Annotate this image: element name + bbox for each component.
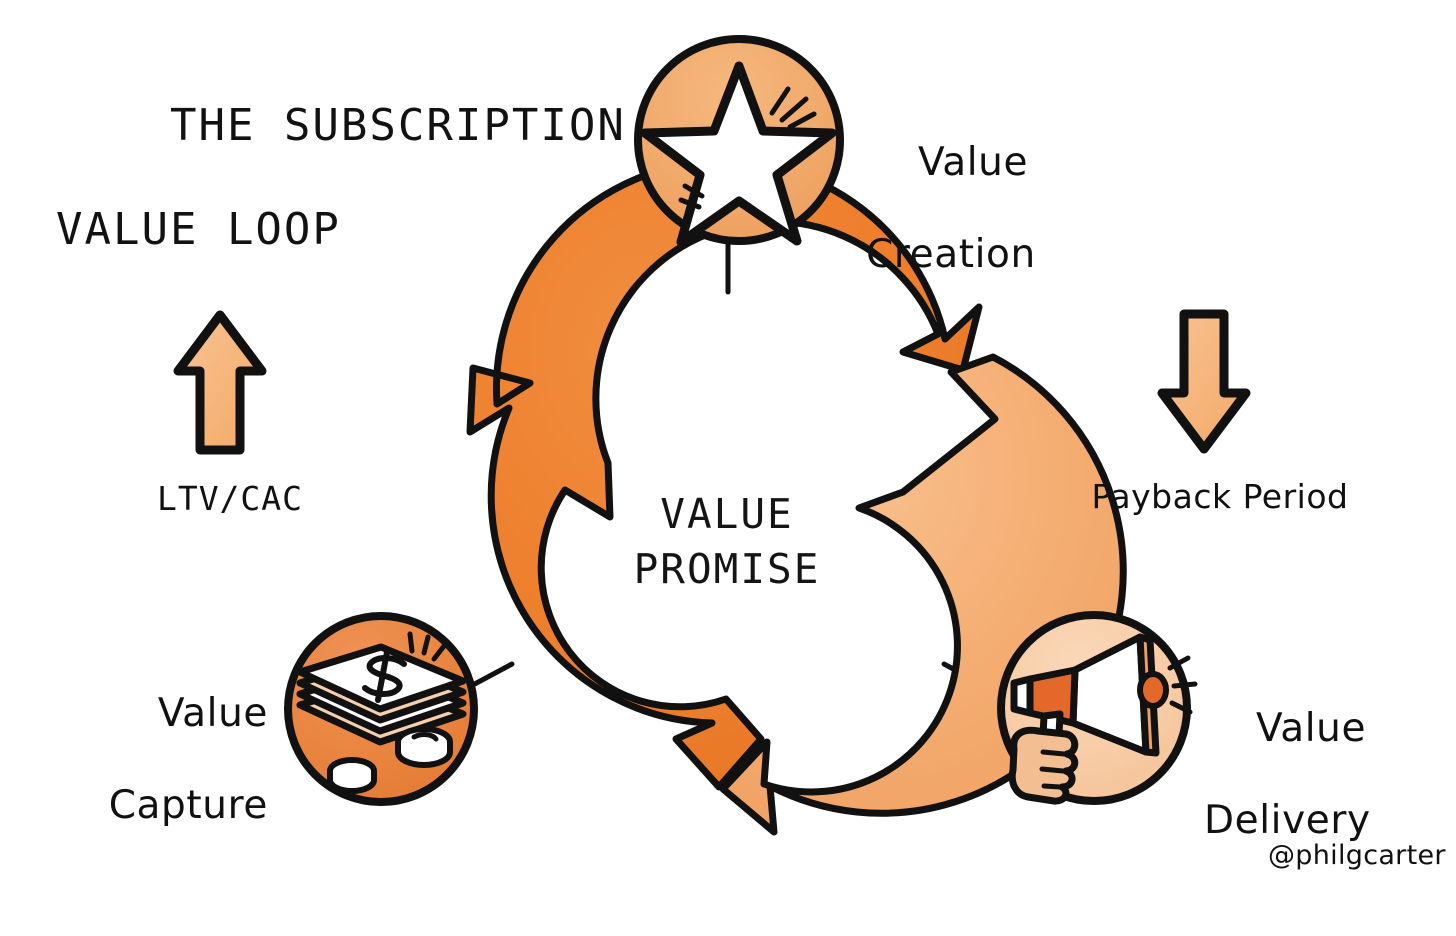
- node-value-creation[interactable]: [634, 35, 844, 247]
- label-ltv-cac: LTV/CAC: [156, 479, 304, 518]
- label-value-creation: Value Creation: [866, 94, 1036, 370]
- page-title: THE SUBSCRIPTION VALUE LOOP: [56, 48, 626, 359]
- diagram-artwork: [173, 35, 1251, 836]
- node-value-delivery[interactable]: [997, 611, 1198, 805]
- label-value-delivery: Value Delivery: [1204, 660, 1371, 936]
- value-creation-line-1: Value: [918, 140, 1029, 186]
- center-label-value-promise: VALUE PROMISE: [587, 487, 867, 598]
- value-delivery-line-1: Value: [1256, 706, 1367, 752]
- value-creation-line-2: Creation: [866, 232, 1036, 278]
- label-value-capture: Value Capture: [8, 645, 268, 921]
- metric-payback-period[interactable]: [1157, 309, 1251, 454]
- value-capture-line-2: Capture: [108, 783, 268, 829]
- node-value-capture[interactable]: [284, 612, 478, 806]
- arrow-up-icon[interactable]: [173, 310, 267, 455]
- megaphone-icon: [1008, 633, 1198, 805]
- star-icon: [640, 61, 837, 247]
- arrow-down-icon[interactable]: [1157, 309, 1251, 454]
- value-capture-line-1: Value: [157, 691, 268, 737]
- diagram-canvas: THE SUBSCRIPTION VALUE LOOP VALUE PROMIS…: [56, 35, 1446, 871]
- title-line-2: VALUE LOOP: [56, 203, 341, 255]
- author-signature: @philgcarter: [1268, 840, 1446, 871]
- center-line-2: PROMISE: [633, 545, 821, 594]
- label-payback-period: Payback Period: [1091, 477, 1349, 516]
- title-line-1: THE SUBSCRIPTION: [169, 99, 626, 151]
- loop-arc-outer-dark[interactable]: [466, 158, 983, 791]
- cash-stack-icon: [296, 631, 467, 794]
- star-sparkle-icon: [678, 86, 817, 210]
- center-line-1: VALUE: [660, 490, 794, 538]
- metric-ltv-cac[interactable]: [173, 310, 267, 455]
- value-delivery-line-2: Delivery: [1204, 798, 1371, 844]
